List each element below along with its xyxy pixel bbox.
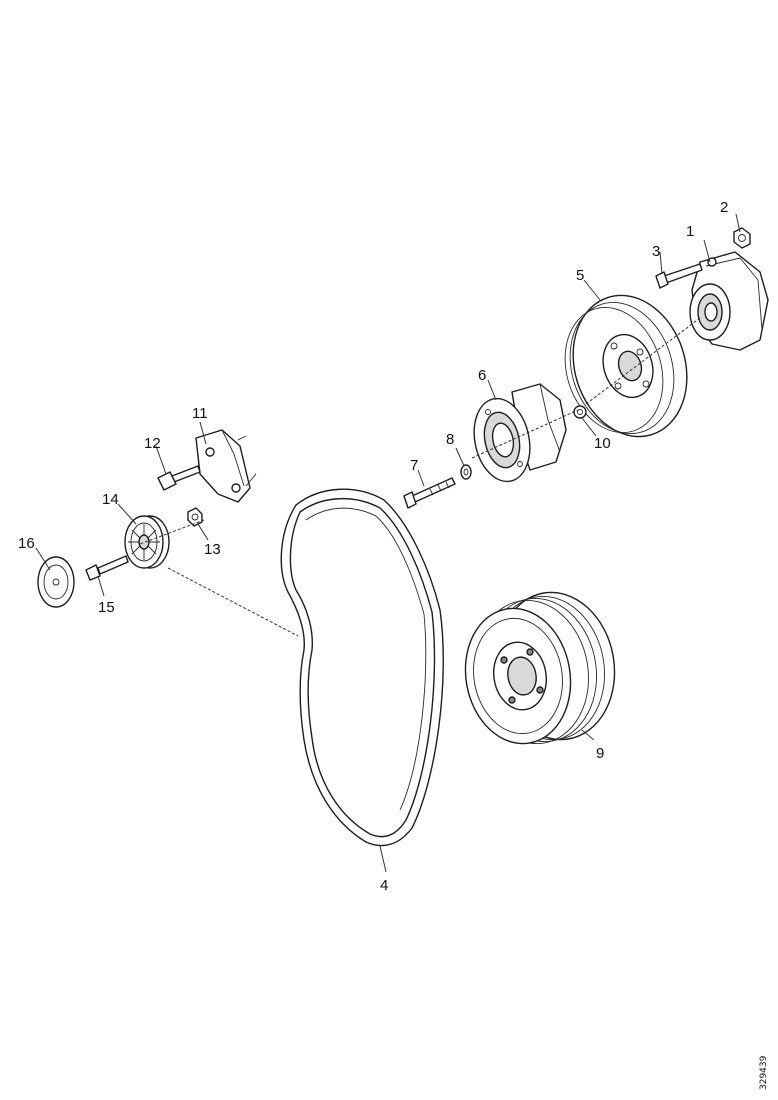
callout-10: 10: [594, 435, 611, 452]
part-4-drive-belt[interactable]: [280, 488, 444, 847]
part-7-bolt[interactable]: [403, 477, 456, 509]
part-12-bolt[interactable]: [157, 465, 201, 491]
callout-8: 8: [446, 431, 454, 448]
part-1-bracket[interactable]: [689, 251, 769, 351]
callout-6: 6: [478, 367, 486, 384]
part-5-pulley[interactable]: [550, 281, 705, 452]
callout-13: 13: [204, 541, 221, 558]
part-2-nut[interactable]: [733, 227, 751, 249]
callout-1: 1: [686, 223, 694, 240]
part-15-bolt[interactable]: [85, 555, 129, 581]
part-10-washer[interactable]: [573, 405, 587, 419]
callout-4: 4: [380, 877, 388, 894]
callout-2: 2: [720, 199, 728, 216]
leader-lines: [35, 213, 741, 873]
part-16-cover[interactable]: [37, 556, 75, 608]
callouts: 1 2 3 5 6 10 8 7 11 12 13 14 15 16 4 9: [18, 199, 728, 894]
part-8-washer[interactable]: [460, 464, 472, 480]
callout-9: 9: [596, 745, 604, 762]
callout-11: 11: [192, 405, 208, 422]
part-11-bracket[interactable]: [195, 429, 257, 503]
callout-15: 15: [98, 599, 115, 616]
callout-3: 3: [652, 243, 660, 260]
part-14-idler-pulley[interactable]: [124, 515, 170, 569]
callout-5: 5: [576, 267, 584, 284]
part-3-bolt[interactable]: [655, 263, 703, 289]
callout-16: 16: [18, 535, 35, 552]
drawing-id: 329439: [759, 1055, 769, 1090]
callout-7: 7: [410, 457, 418, 474]
part-6-tensioner[interactable]: [467, 383, 567, 487]
part-9-crankshaft-pulley[interactable]: [455, 583, 626, 753]
callout-12: 12: [144, 435, 161, 452]
callout-14: 14: [102, 491, 119, 508]
part-13-nut[interactable]: [187, 507, 203, 527]
